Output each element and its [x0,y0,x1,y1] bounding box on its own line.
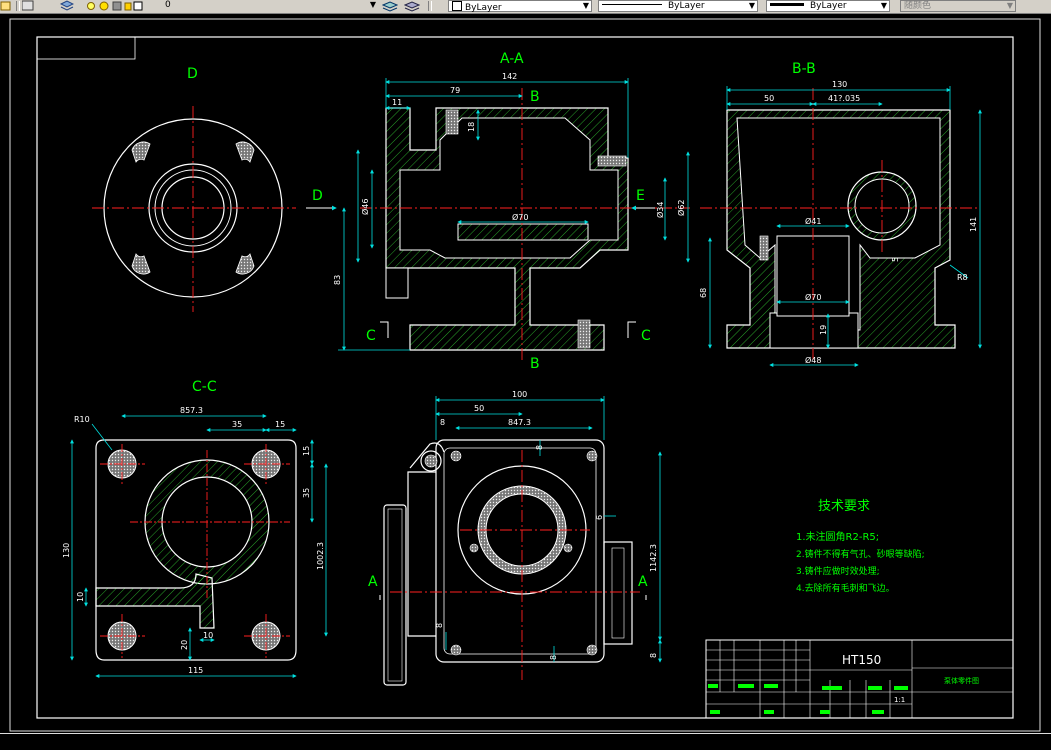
marker-b-bottom: B [530,356,540,372]
view-b-b-title: B-B [792,61,816,77]
dim-8d: 8 [435,623,444,628]
dim-50-fv: 50 [474,404,484,413]
dim-6: 6 [595,515,604,520]
make-current-layer-icon[interactable] [382,0,400,12]
status-bar [0,733,1051,750]
dim-20: 20 [180,640,189,650]
view-b-b: B-B 130 50 41?.035 Ø41 Ø70 [699,61,982,367]
dim-d48-bb: Ø48 [805,355,821,365]
dim-100: 100 [512,390,527,399]
dim-r10: R10 [74,415,90,424]
color-dropdown[interactable]: ByLayer ▼ [448,0,592,13]
dim-18: 18 [467,122,476,132]
view-d: D [92,66,296,312]
toolbar-separator [428,1,432,11]
tech-line-2: 2.铸件不得有气孔、砂眼等缺陷; [796,548,925,560]
dim-10a: 10 [76,592,85,602]
scale-label: 1:1 [894,696,905,704]
view-a-a: A-A 142 79 11 [306,51,690,372]
tech-line-4: 4.去除所有毛刺和飞边。 [796,582,895,594]
tech-line-1: 1.未注圆角R2-R5; [796,530,879,543]
chevron-down-icon: ▼ [369,0,376,9]
marker-b-top: B [530,89,540,105]
dim-847: 847.3 [508,418,531,427]
part-name: 泵体零件图 [944,676,979,685]
marker-c-left: C [366,328,376,344]
dim-1142: 1142.3 [649,544,658,572]
dim-79: 79 [450,86,460,95]
plotstyle-value: 随颜色 [904,1,932,11]
linetype-value: ByLayer [668,1,705,11]
material-label: HT150 [842,653,881,667]
marker-c-right: C [641,328,651,344]
dim-5-bb: 5 [891,257,900,262]
tech-line-3: 3.铸件应做时效处理; [796,565,880,577]
dim-15a: 15 [275,420,285,429]
dim-857: 857.3 [180,406,203,415]
marker-a-right: A [638,574,648,590]
dim-130-cc: 130 [62,543,71,558]
dim-130-bb: 130 [832,80,847,89]
dim-d41-bb: Ø41 [805,216,821,226]
dim-11: 11 [392,98,402,107]
dim-41-bb: 41?.035 [828,94,860,103]
dim-d70: Ø70 [512,212,528,222]
drawing-frame [9,18,1041,732]
chevron-down-icon: ▼ [880,1,887,10]
technical-requirements: 技术要求 1.未注圆角R2-R5; 2.铸件不得有气孔、砂眼等缺陷; 3.铸件应… [796,499,925,594]
chevron-down-icon: ▼ [582,1,589,10]
lineweight-dropdown[interactable]: ByLayer ▼ [766,0,890,12]
layer-manager-icon[interactable] [0,0,14,12]
linetype-dropdown[interactable]: ByLayer ▼ [598,0,758,12]
view-c-c-title: C-C [192,379,217,395]
marker-d: D [312,188,323,204]
dim-d62: Ø62 [676,200,686,216]
layers-stack-icon[interactable] [60,0,74,12]
color-value: ByLayer [465,3,502,13]
tech-title: 技术要求 [818,499,870,514]
dim-142: 142 [502,72,517,81]
marker-e: E [636,188,645,204]
layer-status-icons[interactable] [86,0,158,12]
dim-68-bb: 68 [699,288,708,298]
dim-8c: 8 [649,653,658,658]
toolbar-separator [16,1,20,11]
dim-35a: 35 [232,420,242,429]
dim-35b: 35 [302,488,311,498]
view-c-c: C-C R1 [62,379,328,678]
layer-value: 0 [165,0,171,10]
linetype-sample-icon [602,4,662,5]
dim-10b: 10 [203,631,213,640]
layer-states-icon[interactable] [22,0,36,12]
chevron-down-icon: ▼ [1006,1,1013,10]
layer-previous-icon[interactable] [404,0,422,12]
view-front: 100 50 847.3 8 8 1142.3 8 6 8 8 A A [368,390,662,686]
dim-r8-bb: R8 [957,273,968,282]
marker-a-left: A [368,574,378,590]
layer-dropdown[interactable]: 0 ▼ [162,0,378,12]
view-a-a-title: A-A [500,51,524,67]
dim-8e: 8 [549,655,558,660]
view-d-title: D [187,66,198,82]
dim-141-bb: 141 [969,217,978,232]
chevron-down-icon: ▼ [748,1,755,10]
color-swatch-icon [452,1,462,11]
dim-15b: 15 [302,446,311,456]
dim-d34: Ø34 [655,202,665,218]
dim-d46: Ø46 [360,199,370,215]
plotstyle-dropdown: 随颜色 ▼ [900,0,1016,12]
dim-8a: 8 [440,418,445,427]
drawing-canvas[interactable]: D A-A [0,14,1051,733]
dim-115: 115 [188,666,203,675]
dim-d70-bb: Ø70 [805,292,821,302]
dim-19-bb: 19 [819,325,828,335]
dim-8b: 8 [535,445,544,450]
dim-1002: 1002.3 [316,542,325,570]
dim-83: 83 [333,275,342,285]
lineweight-value: ByLayer [810,1,847,11]
properties-toolbar: 0 ▼ ByLayer ▼ ByLayer ▼ ByLayer ▼ 随颜色 ▼ [0,0,1051,14]
dim-50-bb: 50 [764,94,774,103]
lineweight-sample-icon [770,3,804,6]
title-block: HT150 泵体零件图 1:1 [705,639,1014,719]
